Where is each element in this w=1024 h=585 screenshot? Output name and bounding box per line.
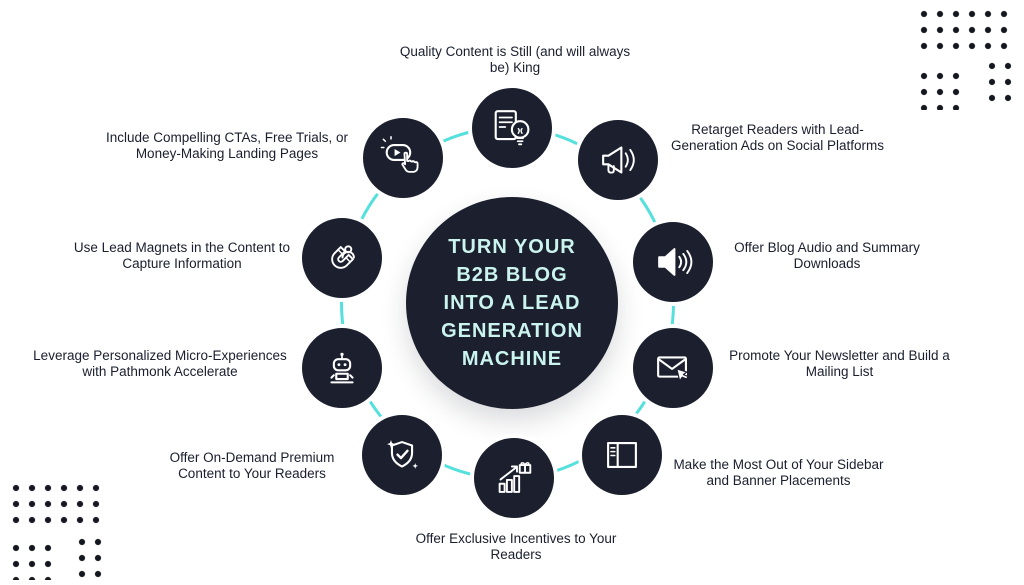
item-label-premium-content: Offer On-Demand Premium Content to Your …: [169, 450, 335, 482]
sidebar-layout-icon: [599, 432, 645, 478]
growth-gift-icon: [491, 455, 537, 501]
dot-grid-bottom-left-small: [8, 540, 60, 580]
node-lead-magnets: [298, 214, 386, 302]
item-label-quality-content: Quality Content is Still (and will alway…: [399, 44, 631, 76]
item-label-retarget-ads: Retarget Readers with Lead-Generation Ad…: [670, 122, 885, 154]
center-title-line: TURN YOUR: [448, 236, 576, 258]
node-compelling-ctas: [359, 114, 447, 202]
dot-grid-top-right-small: [916, 68, 968, 110]
dot-grid-top-right-side: [984, 58, 1020, 110]
item-label-exclusive-incentives: Offer Exclusive Incentives to Your Reade…: [415, 531, 617, 563]
center-title-line: MACHINE: [461, 348, 563, 370]
node-premium-content: [358, 411, 446, 499]
dot-grid-bottom-left: [8, 480, 108, 528]
megaphone-icon: [595, 137, 641, 183]
node-retarget-ads: [574, 116, 662, 204]
center-circle: TURN YOUR B2B BLOG INTO A LEAD GENERATIO…: [406, 197, 618, 409]
center-title-line: GENERATION: [441, 320, 583, 342]
node-quality-content: [468, 84, 556, 172]
item-label-micro-experiences: Leverage Personalized Micro-Experiences …: [33, 348, 287, 380]
robot-icon: [319, 345, 365, 391]
document-lightbulb-icon: [489, 105, 535, 151]
center-title-line: B2B BLOG: [456, 264, 568, 286]
node-micro-experiences: [298, 324, 386, 412]
dot-grid-top-right: [916, 6, 1016, 54]
center-title: TURN YOUR B2B BLOG INTO A LEAD GENERATIO…: [441, 233, 583, 373]
cta-click-icon: [380, 135, 426, 181]
shield-check-icon: [379, 432, 425, 478]
magnet-person-icon: [319, 235, 365, 281]
center-title-line: INTO A LEAD: [443, 292, 581, 314]
item-label-audio-downloads: Offer Blog Audio and Summary Downloads: [734, 240, 920, 272]
item-label-newsletter: Promote Your Newsletter and Build a Mail…: [729, 348, 950, 380]
item-label-sidebar-banner: Make the Most Out of Your Sidebar and Ba…: [673, 457, 884, 489]
node-audio-downloads: [629, 218, 717, 306]
envelope-cursor-icon: [650, 345, 696, 391]
item-label-compelling-ctas: Include Compelling CTAs, Free Trials, or…: [105, 130, 349, 162]
dot-grid-bottom-left-side: [74, 534, 110, 580]
node-sidebar-banner: [578, 411, 666, 499]
node-newsletter: [629, 324, 717, 412]
node-exclusive-incentives: [470, 434, 558, 522]
speaker-audio-icon: [650, 239, 696, 285]
item-label-lead-magnets: Use Lead Magnets in the Content to Captu…: [73, 240, 291, 272]
